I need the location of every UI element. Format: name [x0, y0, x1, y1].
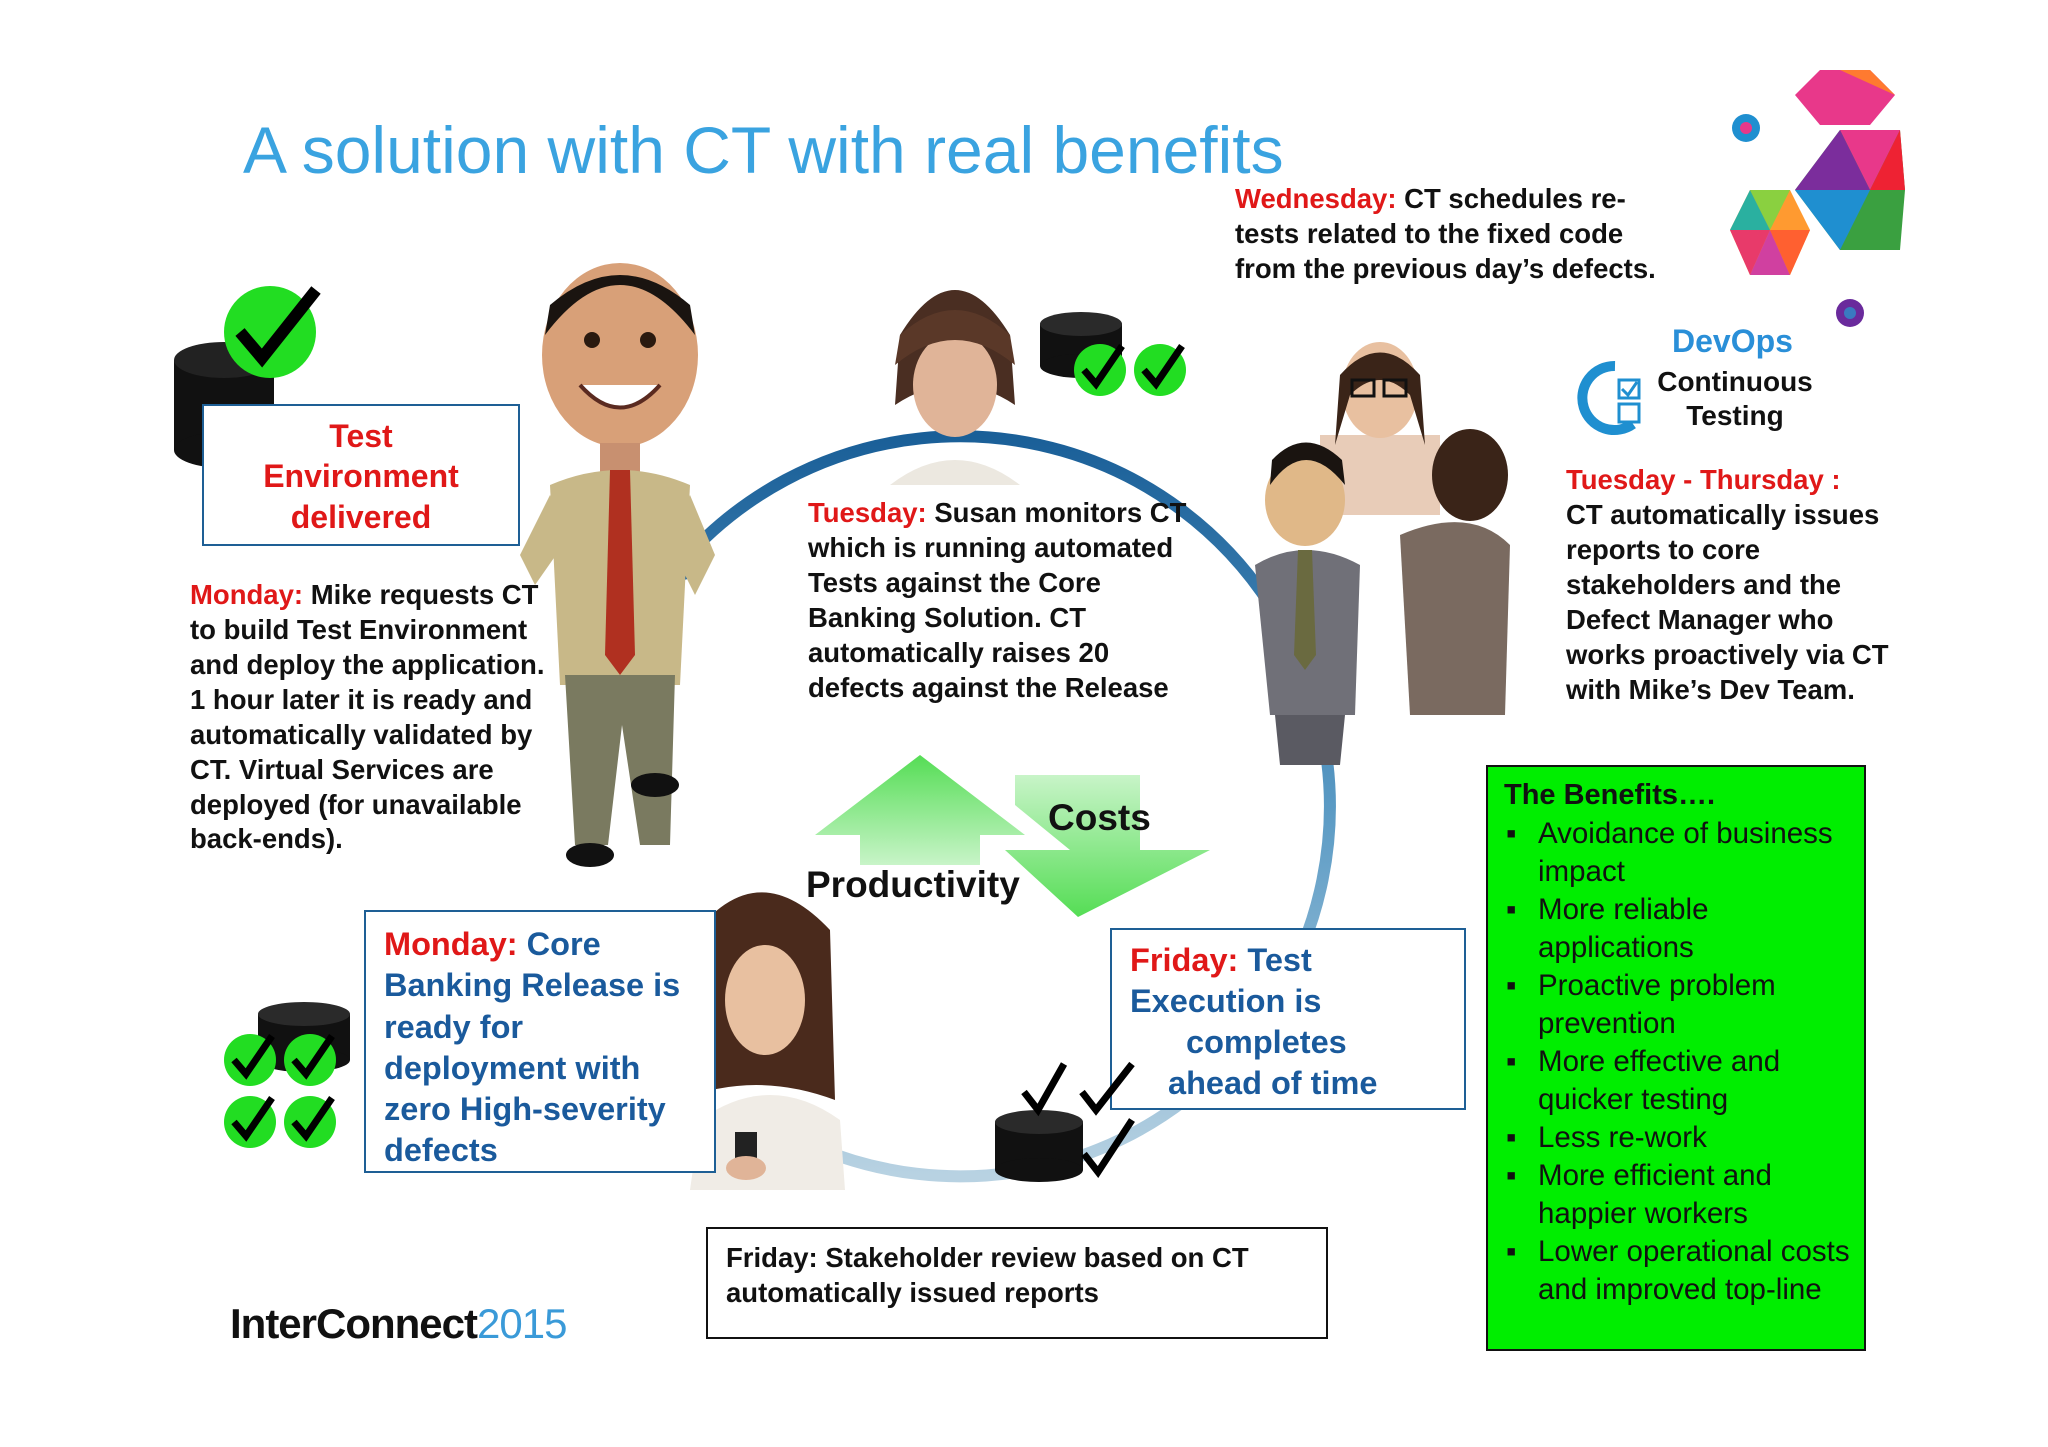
- quad-check-icon: [224, 1034, 336, 1148]
- productivity-up-arrow: [815, 755, 1025, 865]
- productivity-label: Productivity: [806, 864, 1020, 905]
- costs-label: Costs: [1048, 797, 1151, 838]
- database-icon: [995, 1110, 1083, 1182]
- benefits-title: The Benefits….: [1504, 779, 1716, 811]
- devops-title: DevOps: [1672, 323, 1793, 359]
- benefit-item: Lower operational costs and improved top…: [1504, 1233, 1850, 1309]
- test-environment-box: Test Environment delivered: [202, 404, 520, 546]
- continuous-testing-icon: [1577, 360, 1641, 435]
- tue-thu-note: Tuesday - Thursday :CT automatically iss…: [1566, 464, 1889, 705]
- monday-release-box: Monday: Core Banking Release is ready fo…: [364, 910, 716, 1173]
- wednesday-note: Wednesday: CT schedules re-tests related…: [1235, 183, 1656, 284]
- benefit-item: Less re-work: [1504, 1119, 1850, 1157]
- benefit-item: More reliable applications: [1504, 891, 1850, 967]
- mike-person-image: [520, 263, 715, 867]
- hexagon-pink: [1795, 70, 1895, 125]
- benefit-item: More effective and quicker testing: [1504, 1043, 1850, 1119]
- black-checks-icon: [1021, 1061, 1135, 1178]
- costs-down-arrow: [1005, 775, 1210, 917]
- benefit-item: Proactive problem prevention: [1504, 967, 1850, 1043]
- interconnect-logo: InterConnect2015: [230, 1300, 567, 1347]
- benefits-list: Avoidance of business impact More reliab…: [1504, 815, 1850, 1310]
- susan-person-image: [890, 290, 1020, 485]
- benefit-item: Avoidance of business impact: [1504, 815, 1850, 891]
- woman-with-phone-image: [680, 892, 845, 1190]
- friday-review-box: Friday: Stakeholder review based on CT a…: [706, 1227, 1328, 1339]
- monday-note: Monday: Mike requests CT to build Test E…: [190, 579, 545, 855]
- benefit-item: More efficient and happier workers: [1504, 1157, 1850, 1233]
- benefits-box: The Benefits…. Avoidance of business imp…: [1486, 765, 1866, 1351]
- productivity-costs-arrows: [815, 755, 1210, 917]
- check-icon: [224, 286, 321, 378]
- stakeholders-group-image: [1255, 342, 1510, 765]
- tuesday-note: Tuesday: Susan monitors CT which is runn…: [808, 497, 1187, 703]
- page-title: A solution with CT with real benefits: [243, 113, 1284, 187]
- friday-execution-box: Friday: Test Execution is completes ahea…: [1110, 928, 1466, 1110]
- double-check-icon: [1074, 344, 1186, 396]
- hexagon-decoration: [1730, 70, 1905, 327]
